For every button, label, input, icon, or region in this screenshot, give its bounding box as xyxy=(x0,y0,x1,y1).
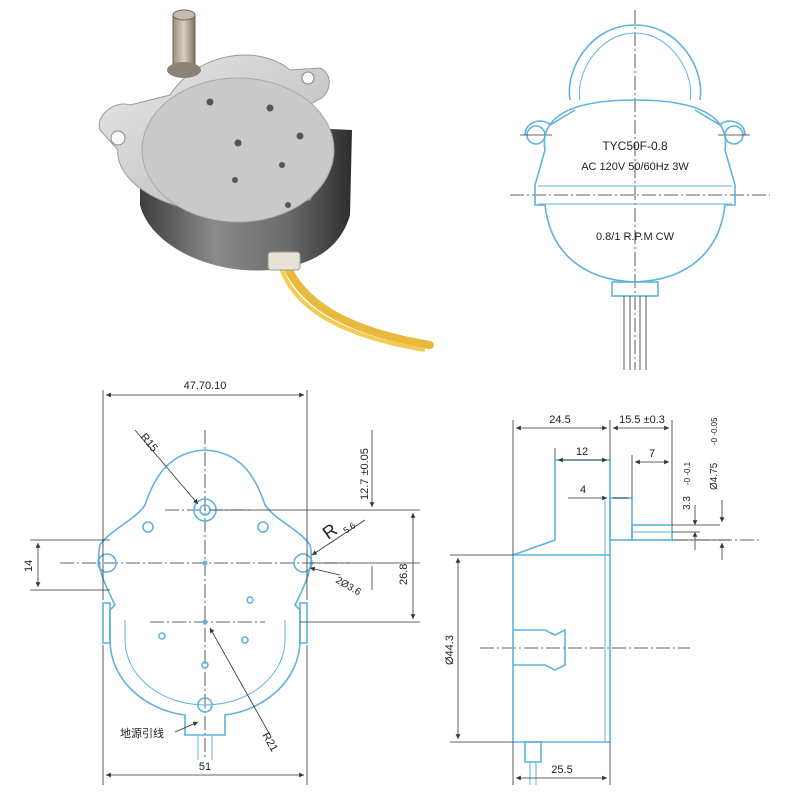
dim-base-width: 51 xyxy=(199,761,211,773)
lead-wire-label: 地源引线 xyxy=(120,726,164,740)
dim-radius-top: R15 xyxy=(138,431,160,454)
front-dimension-view: 47.70.10 R15 12.7 ±0.05 R 5.6 2Ø3.6 26.8… xyxy=(23,380,420,785)
dim-flat-dia: 3.3 xyxy=(682,496,693,510)
dim-height: 26.8 xyxy=(398,564,410,585)
dim-overall-width: 47.70.10 xyxy=(184,380,227,392)
label-speed: 0.8/1 R.P.M CW xyxy=(596,231,675,243)
dim-shaft-offset: 12.7 ±0.05 xyxy=(359,448,371,500)
label-model: TYC50F-0.8 xyxy=(602,139,668,153)
dim-gearbox: 12 xyxy=(576,446,588,458)
dim-radius-body: R21 xyxy=(259,731,279,754)
dim-flat-length: 7 xyxy=(649,448,655,460)
side-dimension-view: 24.5 15.5 ±0.3 12 7 4 3.3 -0 -0.1 Ø4.75 … xyxy=(444,414,760,785)
dim-radius-ear: R xyxy=(319,519,341,543)
dim-shaft-tol: -0 -0.05 xyxy=(710,417,719,445)
dim-hole-spec: 2Ø3.6 xyxy=(334,575,363,598)
motor-photo xyxy=(98,9,434,352)
dim-step: 4 xyxy=(580,484,586,496)
dim-flat-tol: -0 -0.1 xyxy=(683,461,692,485)
front-view-label-drawing: TYC50F-0.8 AC 120V 50/60Hz 3W 0.8/1 R.P.… xyxy=(510,10,770,370)
dim-depth: 24.5 xyxy=(549,414,570,426)
dim-shaft-length: 15.5 ±0.3 xyxy=(619,414,665,426)
dim-body-dia: Ø44.3 xyxy=(444,635,456,665)
dim-shaft-dia: Ø4.75 xyxy=(709,462,720,490)
dim-body-depth: 25.5 xyxy=(551,764,572,776)
dim-radius-ear-sub: 5.6 xyxy=(341,520,357,535)
label-rating: AC 120V 50/60Hz 3W xyxy=(581,161,689,173)
dim-ear-height: 14 xyxy=(23,560,35,572)
